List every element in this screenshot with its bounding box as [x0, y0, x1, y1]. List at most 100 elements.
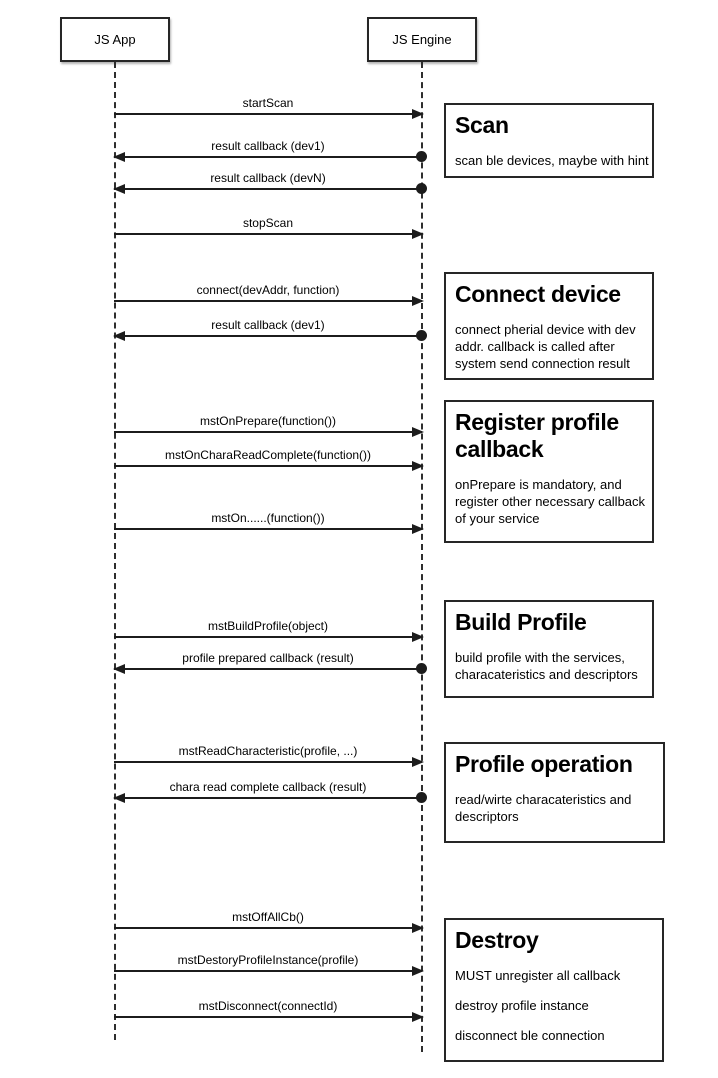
note-profile-operation: Profile operation read/wirte characateris…	[444, 742, 665, 843]
arrow-line	[114, 528, 422, 530]
arrow-line	[114, 335, 422, 337]
message-arrow: mstDisconnect(connectId)	[114, 998, 424, 1022]
note-description-line: descriptors	[455, 809, 519, 824]
note-connect-device: Connect device connect pherial device wit…	[444, 272, 654, 380]
arrowhead-right-icon	[412, 229, 424, 239]
note-title: Destroy	[455, 927, 539, 953]
arrowhead-right-icon	[412, 524, 424, 534]
arrowhead-right-icon	[412, 461, 424, 471]
message-arrow: mstOnCharaReadComplete(function())	[114, 447, 424, 471]
message-label: mstDestoryProfileInstance(profile)	[177, 953, 359, 967]
lifeline-js-engine	[421, 62, 423, 1052]
arrow-line	[114, 970, 422, 972]
message-arrow: mstBuildProfile(object)	[114, 618, 424, 642]
message-label: result callback (dev1)	[211, 139, 325, 153]
arrow-line	[114, 233, 422, 235]
arrow-line	[114, 113, 422, 115]
note-description-line: connect pherial device with dev	[455, 322, 636, 337]
actor-js-engine: JS Engine	[367, 17, 477, 62]
message-label: connect(devAddr, function)	[196, 283, 340, 297]
message-arrow: mstOnPrepare(function())	[114, 413, 424, 437]
message-arrow: mstOn......(function())	[114, 510, 424, 534]
note-title: Connect device	[455, 281, 621, 307]
arrow-line	[114, 927, 422, 929]
message-label: mstDisconnect(connectId)	[198, 999, 338, 1013]
arrowhead-left-icon	[113, 184, 125, 194]
note-description: scan ble devices, maybe with hint	[455, 152, 649, 169]
note-title: Profile operation	[455, 751, 633, 777]
arrowhead-left-icon	[113, 331, 125, 341]
arrow-line	[114, 668, 422, 670]
note-description: MUST unregister all callback destroy prof…	[455, 967, 653, 1044]
note-description: connect pherial device with dev addr. cal…	[455, 321, 643, 372]
message-label: mstBuildProfile(object)	[207, 619, 329, 633]
arrow-line	[114, 431, 422, 433]
arrowhead-right-icon	[412, 1012, 424, 1022]
message-arrow: connect(devAddr, function)	[114, 282, 424, 306]
arrow-line	[114, 156, 422, 158]
message-label: mstOn......(function())	[211, 511, 325, 525]
arrowhead-right-icon	[412, 923, 424, 933]
message-label: stopScan	[242, 216, 294, 230]
message-arrow: chara read complete callback (result)	[113, 779, 427, 803]
message-arrow: mstReadCharacteristic(profile, ...)	[114, 743, 424, 767]
note-description-line: characateristics and descriptors	[455, 667, 638, 682]
actor-js-app: JS App	[60, 17, 170, 62]
message-label: result callback (devN)	[210, 171, 326, 185]
note-description-line: onPrepare is mandatory, and	[455, 477, 622, 492]
note-description-line: scan ble devices, maybe with hint	[455, 153, 649, 168]
arrowhead-left-icon	[113, 152, 125, 162]
arrowhead-left-icon	[113, 793, 125, 803]
message-label: profile prepared callback (result)	[182, 651, 354, 665]
arrowhead-right-icon	[412, 632, 424, 642]
note-description: build profile with the services, characat…	[455, 649, 643, 683]
message-label: chara read complete callback (result)	[169, 780, 367, 794]
note-title: Build Profile	[455, 609, 587, 635]
arrow-line	[114, 797, 422, 799]
message-arrow: mstOffAllCb()	[114, 909, 424, 933]
note-build-profile: Build Profile build profile with the serv…	[444, 600, 654, 698]
callback-origin-dot-icon	[416, 183, 427, 194]
note-title: Register profile callback	[455, 409, 619, 462]
lifeline-js-app	[114, 62, 116, 1040]
arrow-line	[114, 1016, 422, 1018]
message-arrow: result callback (dev1)	[113, 138, 427, 162]
callback-origin-dot-icon	[416, 330, 427, 341]
note-title: Scan	[455, 112, 509, 138]
message-arrow: result callback (devN)	[113, 170, 427, 194]
note-description-line: of your service	[455, 511, 540, 526]
message-label: mstOnPrepare(function())	[199, 414, 337, 428]
message-arrow: stopScan	[114, 215, 424, 239]
note-description-line: register other necessary callback	[455, 494, 646, 509]
message-label: mstReadCharacteristic(profile, ...)	[178, 744, 358, 758]
arrowhead-right-icon	[412, 757, 424, 767]
message-label: startScan	[242, 96, 294, 110]
arrowhead-left-icon	[113, 664, 125, 674]
note-description-line: addr. callback is called after	[455, 339, 615, 354]
arrowhead-right-icon	[412, 427, 424, 437]
message-label: mstOnCharaReadComplete(function())	[164, 448, 372, 462]
arrowhead-right-icon	[412, 109, 424, 119]
note-description-line: build profile with the services,	[455, 650, 625, 665]
arrowhead-right-icon	[412, 966, 424, 976]
note-register-profile-callback: Register profile callback onPrepare is ma…	[444, 400, 654, 543]
note-description-line: destroy profile instance	[455, 998, 589, 1013]
arrow-line	[114, 761, 422, 763]
arrow-line	[114, 300, 422, 302]
message-arrow: startScan	[114, 95, 424, 119]
note-description-line: disconnect ble connection	[455, 1028, 605, 1043]
note-description: read/wirte characateristics and descripto…	[455, 791, 654, 825]
note-description-line: system send connection result	[455, 356, 630, 371]
note-scan: Scan scan ble devices, maybe with hint	[444, 103, 654, 178]
note-description-line: MUST unregister all callback	[455, 968, 621, 983]
message-label: result callback (dev1)	[211, 318, 325, 332]
callback-origin-dot-icon	[416, 792, 427, 803]
message-arrow: result callback (dev1)	[113, 317, 427, 341]
arrow-line	[114, 188, 422, 190]
note-description: onPrepare is mandatory, and register othe…	[455, 476, 646, 527]
message-arrow: mstDestoryProfileInstance(profile)	[114, 952, 424, 976]
message-arrow: profile prepared callback (result)	[113, 650, 427, 674]
note-description-line: read/wirte characateristics and	[455, 792, 632, 807]
message-label: mstOffAllCb()	[232, 910, 304, 924]
